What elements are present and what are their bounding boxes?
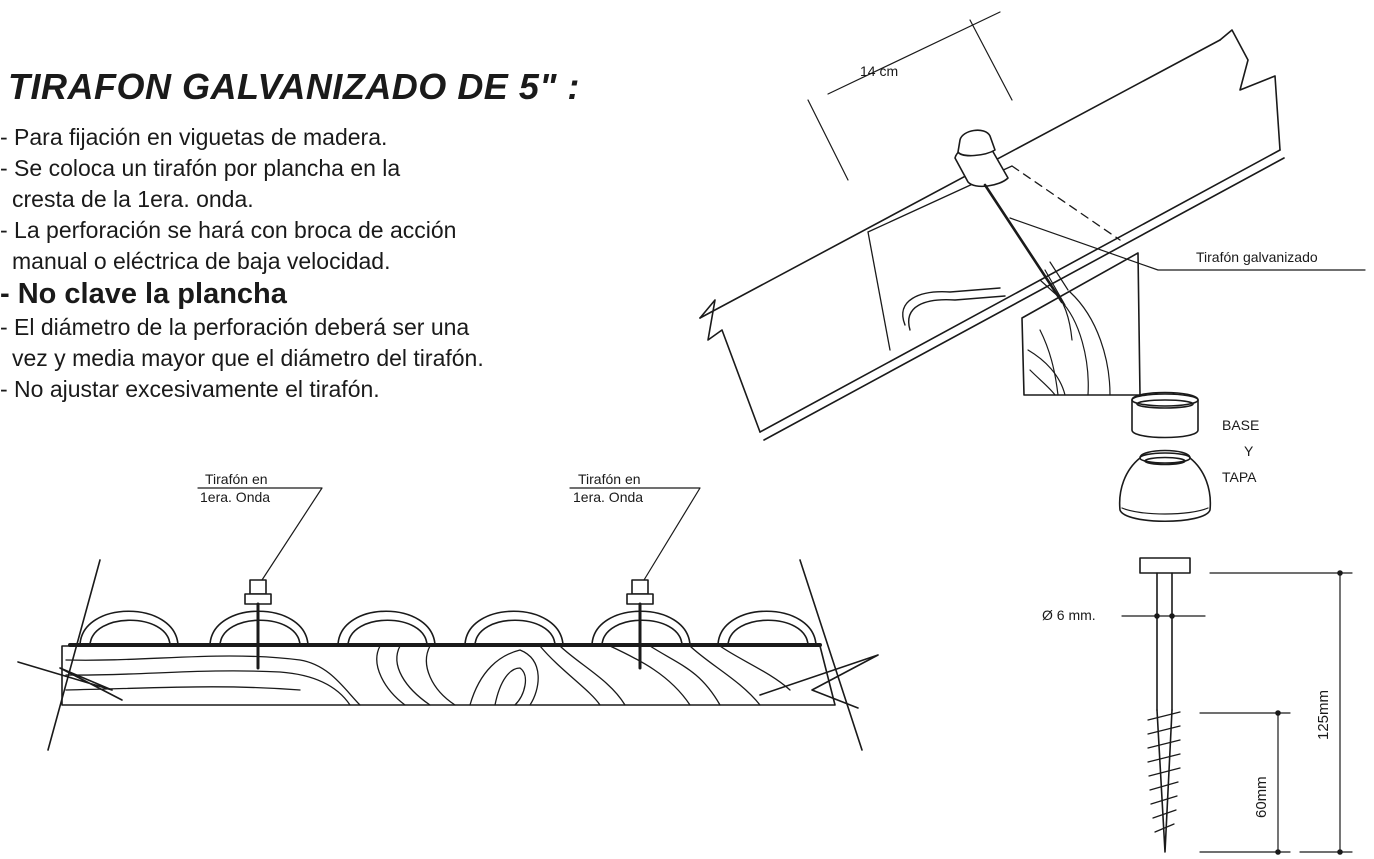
dim-line-14cm — [827, 11, 1001, 95]
wood-block-grain — [1027, 284, 1111, 396]
sheet-edge-top — [699, 39, 1221, 319]
label-tirafon-galvanizado: Tirafón galvanizado — [1196, 249, 1318, 265]
bullet-item: - No ajustar excesivamente el tirafón. — [0, 376, 380, 402]
break-line-left — [47, 559, 101, 751]
label-14cm: 14 cm — [860, 63, 898, 79]
bullet-item-continuation: manual o eléctrica de baja velocidad. — [12, 248, 391, 274]
screw-2 — [626, 579, 654, 670]
leader-line-2 — [569, 487, 701, 581]
instructions-list: - Para fijación en viguetas de madera. -… — [0, 122, 484, 405]
label-base: BASE — [1222, 417, 1259, 433]
bullet-item-warning: - No clave la plancha — [0, 278, 287, 310]
screw-thread — [1147, 711, 1181, 833]
screw-shank — [1156, 572, 1173, 711]
screw-1 — [244, 579, 272, 670]
break-mark-lower-left — [699, 299, 761, 433]
wood-joist — [61, 645, 836, 706]
cap-base-tapa — [1118, 391, 1212, 522]
bullet-item-continuation: cresta de la 1era. onda. — [12, 186, 254, 212]
oblique-detail-diagram — [699, 11, 1366, 441]
label-diameter: Ø 6 mm. — [1042, 607, 1096, 623]
label-tirafon-1-line1: Tirafón en — [205, 471, 268, 487]
sheet-edge-bottom-2 — [763, 157, 1285, 441]
cap-base-piece — [1118, 449, 1212, 522]
leader-line-tirafon — [1009, 217, 1366, 271]
break-line-right — [799, 559, 863, 751]
bullet-item: - Se coloca un tirafón por plancha en la — [0, 155, 401, 181]
cap-top-piece — [1131, 391, 1199, 439]
label-tirafon-2-line2: 1era. Onda — [573, 489, 643, 505]
wood-grain — [65, 645, 791, 706]
corrugated-sheet — [79, 610, 817, 646]
wood-block — [1021, 252, 1141, 396]
break-mark-upper-right — [1219, 29, 1281, 151]
oblique-screw — [954, 129, 1069, 306]
label-60mm: 60mm — [1253, 776, 1270, 818]
dim-line-60mm — [1199, 712, 1291, 853]
page-title: TIRAFON GALVANIZADO DE 5" : — [8, 66, 580, 107]
dim-line-125mm — [1209, 572, 1353, 853]
label-125mm: 125mm — [1315, 690, 1332, 740]
section-view-diagram — [17, 487, 879, 751]
label-y: Y — [1244, 443, 1254, 459]
leader-line-1 — [197, 487, 323, 581]
label-tirafon-2-line1: Tirafón en — [578, 471, 641, 487]
label-tapa: TAPA — [1222, 469, 1257, 485]
break-mark-left — [17, 661, 123, 701]
break-mark-right — [759, 654, 879, 709]
bullet-item-continuation: vez y media mayor que el diámetro del ti… — [12, 345, 484, 371]
bullet-item: - La perforación se hará con broca de ac… — [0, 217, 457, 243]
screw-head — [1139, 557, 1191, 574]
label-tirafon-1-line2: 1era. Onda — [200, 489, 270, 505]
bullet-item: - El diámetro de la perforación deberá s… — [0, 314, 470, 340]
sheet-edge-bottom-1 — [759, 149, 1281, 433]
lag-screw-diagram — [1121, 557, 1353, 855]
bullet-item: - Para fijación en viguetas de madera. — [0, 124, 388, 150]
